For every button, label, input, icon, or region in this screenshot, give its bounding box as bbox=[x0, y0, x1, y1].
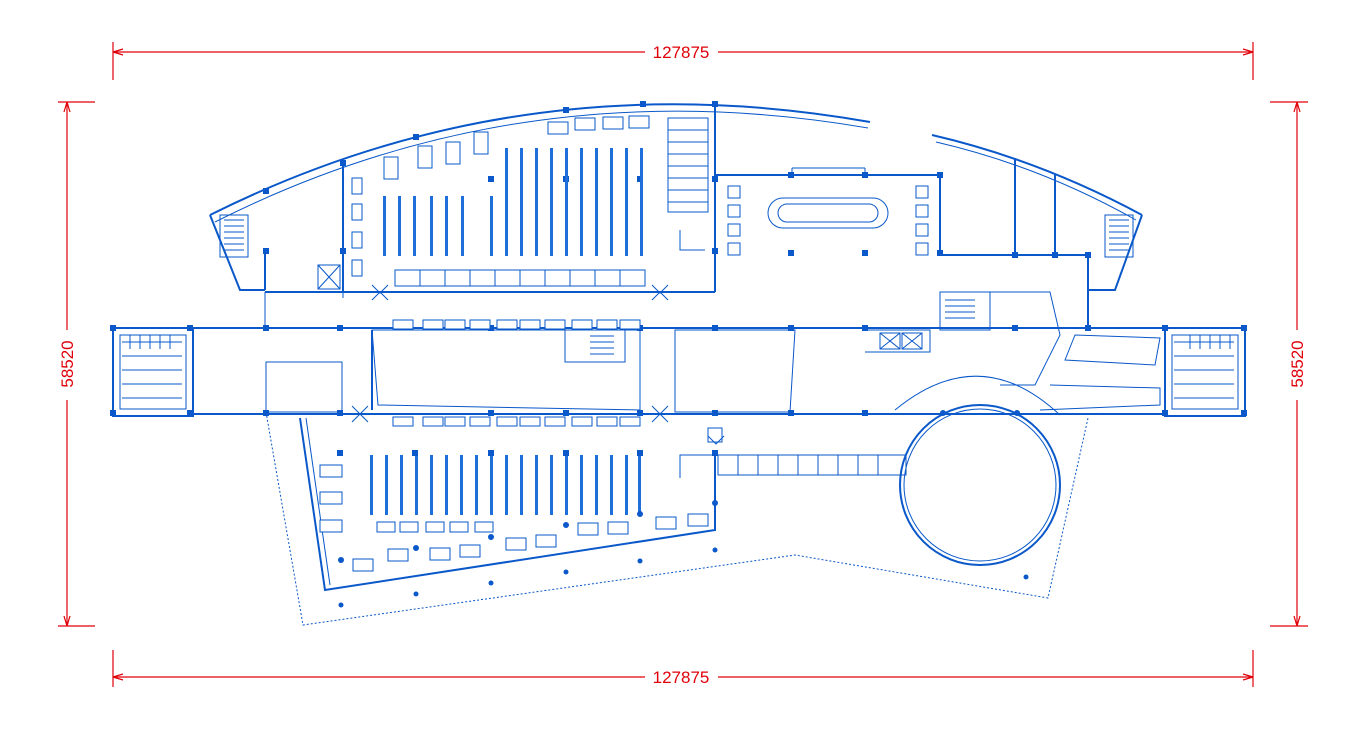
bridge-walkway bbox=[717, 454, 907, 476]
rotunda bbox=[894, 375, 1061, 566]
north-east-offices bbox=[931, 134, 1143, 330]
south-reading-tables bbox=[319, 450, 1029, 608]
dimension-bottom-label: 127875 bbox=[653, 668, 710, 687]
corridor-seating bbox=[392, 319, 641, 427]
south-bookshelves bbox=[370, 455, 641, 515]
west-service-block bbox=[110, 325, 194, 417]
north-bookshelves bbox=[383, 117, 709, 256]
north-reading-wing bbox=[209, 103, 871, 298]
north-west-stair bbox=[219, 214, 341, 290]
south-reading-wing bbox=[265, 411, 1089, 626]
dimension-right: 58520 bbox=[1270, 101, 1308, 627]
east-service-block bbox=[1039, 325, 1247, 417]
central-corridor bbox=[190, 291, 1165, 416]
north-reading-tables bbox=[351, 115, 650, 287]
dimension-bottom: 127875 bbox=[112, 650, 1254, 687]
dimension-left: 58520 bbox=[58, 101, 95, 627]
door-symbols bbox=[351, 284, 725, 445]
conference-room bbox=[715, 167, 943, 256]
dimension-right-label: 58520 bbox=[1288, 340, 1307, 387]
dimension-left-label: 58520 bbox=[58, 340, 77, 387]
dimension-top-label: 127875 bbox=[653, 43, 710, 62]
dimension-top: 127875 bbox=[112, 42, 1254, 80]
